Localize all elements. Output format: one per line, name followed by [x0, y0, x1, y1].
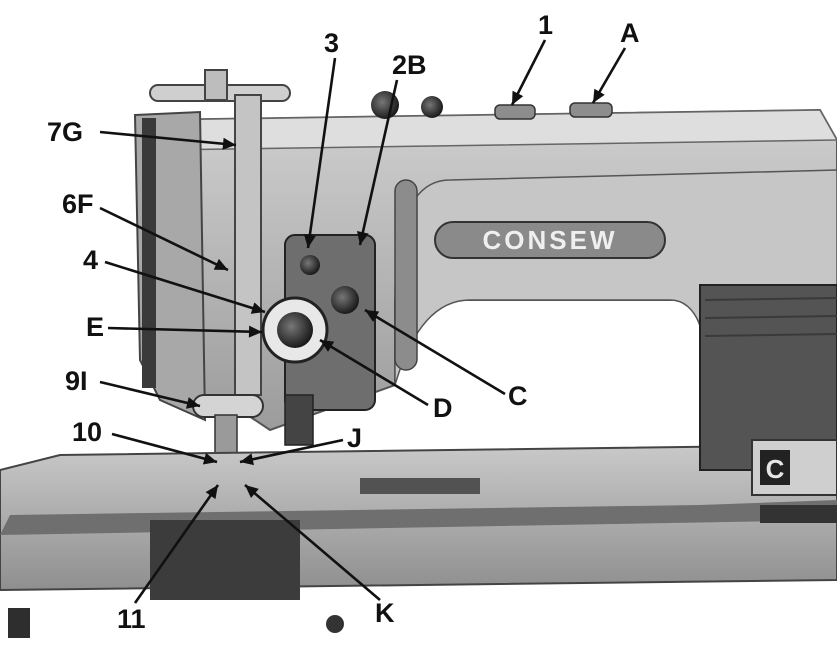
- brand-name: CONSEW: [483, 225, 618, 255]
- brand-nameplate: [434, 221, 666, 259]
- brand-badge-letter: C: [766, 454, 785, 484]
- arrow-6f: [99, 206, 229, 272]
- callout-j: J: [347, 423, 362, 453]
- arrow-9i: [99, 380, 201, 409]
- callout-a: A: [620, 18, 640, 48]
- callout-k: K: [375, 598, 395, 628]
- arrow-4: [104, 260, 266, 314]
- arrow-11: [133, 484, 220, 604]
- callout-11: 11: [117, 604, 146, 634]
- callout-arrows: [99, 39, 627, 604]
- arrow-3: [303, 57, 337, 249]
- callout-d: D: [433, 393, 453, 423]
- callout-2b: 2B: [392, 50, 427, 80]
- callout-c: C: [508, 381, 528, 411]
- arrow-d: [319, 338, 429, 407]
- callout-10: 10: [72, 417, 102, 447]
- arrow-a: [591, 47, 627, 104]
- callout-1: 1: [538, 10, 553, 40]
- arrow-e: [107, 325, 263, 338]
- callout-6f: 6F: [62, 189, 94, 219]
- top-control-a: [569, 102, 613, 118]
- arrow-7g: [99, 130, 237, 150]
- arrow-1: [510, 39, 547, 106]
- presser-foot-knob: [192, 394, 264, 418]
- callout-e: E: [86, 312, 104, 342]
- callout-7g: 7G: [47, 117, 83, 147]
- callout-9i: 9I: [65, 366, 88, 396]
- arrow-10: [111, 432, 218, 465]
- top-control-1: [494, 104, 536, 120]
- arrow-2b: [356, 79, 399, 246]
- callout-3: 3: [324, 28, 339, 58]
- arrow-j: [239, 438, 344, 466]
- arrow-k: [244, 484, 381, 601]
- callout-labels: 1 A 3 2B 7G 6F 4 E D C 9I 10 J 11 K: [47, 10, 640, 634]
- callout-4: 4: [83, 245, 98, 275]
- arrow-c: [364, 308, 506, 396]
